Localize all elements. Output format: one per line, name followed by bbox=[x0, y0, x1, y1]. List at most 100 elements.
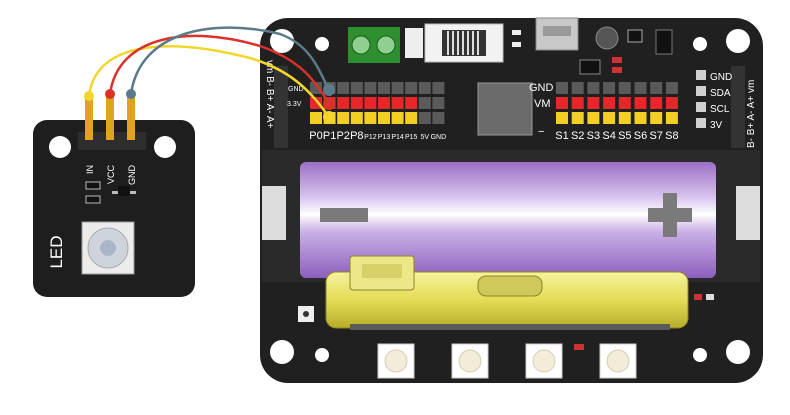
header-pin[interactable] bbox=[337, 97, 350, 109]
wires bbox=[87, 26, 331, 119]
header-pin[interactable] bbox=[556, 82, 568, 94]
led-pin-in bbox=[85, 96, 93, 140]
header-pin[interactable] bbox=[391, 97, 404, 109]
header-pin[interactable] bbox=[418, 97, 431, 109]
expansion-board: vm B- B+ A- A+ B- B+ A- A+ vm GND 3.3V P… bbox=[260, 17, 763, 383]
wire-signal bbox=[87, 45, 331, 119]
smd-transistor bbox=[118, 186, 130, 196]
led-module-title: LED bbox=[47, 235, 66, 268]
small-hole bbox=[693, 37, 707, 51]
header-pin[interactable] bbox=[350, 82, 363, 94]
header-pin[interactable] bbox=[603, 97, 616, 109]
right-pin-label: S1 bbox=[555, 130, 568, 142]
header-pin[interactable] bbox=[571, 112, 584, 124]
right-pin-label: S6 bbox=[634, 130, 647, 142]
header-pin[interactable] bbox=[587, 82, 600, 94]
header-pin[interactable] bbox=[587, 97, 600, 109]
header-pin[interactable] bbox=[650, 82, 663, 94]
header-pin[interactable] bbox=[618, 82, 631, 94]
battery-cell bbox=[300, 162, 716, 278]
header-pin[interactable] bbox=[571, 97, 584, 109]
header-pin[interactable] bbox=[432, 97, 445, 109]
led-pin-gnd bbox=[127, 96, 135, 140]
i2c-label: SDA bbox=[710, 88, 731, 99]
header-pin[interactable] bbox=[634, 112, 647, 124]
header-pin[interactable] bbox=[556, 97, 568, 109]
left-pin-label: P8 bbox=[350, 130, 363, 142]
led-pin-label: VCC bbox=[106, 165, 116, 185]
header-pin[interactable] bbox=[571, 82, 584, 94]
header-pin[interactable] bbox=[418, 82, 431, 94]
header-pin[interactable] bbox=[364, 112, 377, 124]
header-pin[interactable] bbox=[310, 97, 322, 109]
header-pin[interactable] bbox=[603, 112, 616, 124]
wire-power bbox=[108, 34, 331, 106]
battery-clip-left bbox=[262, 186, 286, 240]
right-vm-label: VM bbox=[534, 98, 551, 110]
led-pin-vcc bbox=[106, 96, 114, 140]
i2c-label: GND bbox=[710, 72, 732, 83]
header-pin[interactable] bbox=[432, 82, 445, 94]
main-chip bbox=[477, 82, 533, 136]
wire-ground bbox=[129, 26, 331, 96]
right-pin-label: S7 bbox=[649, 130, 662, 142]
header-pin[interactable] bbox=[391, 82, 404, 94]
right-pin-label: S5 bbox=[618, 130, 631, 142]
led-module: IN VCC GND LED bbox=[33, 96, 195, 297]
header-pin[interactable] bbox=[665, 97, 678, 109]
header-pin[interactable] bbox=[587, 112, 600, 124]
header-pin[interactable] bbox=[350, 97, 363, 109]
right-gnd-label: GND bbox=[529, 82, 554, 94]
header-pin[interactable] bbox=[405, 112, 418, 124]
header-pin[interactable] bbox=[556, 112, 568, 124]
wire-end-ground bbox=[126, 89, 136, 99]
header-pin[interactable] bbox=[405, 97, 418, 109]
header-pin[interactable] bbox=[634, 97, 647, 109]
push-buttons bbox=[377, 343, 637, 379]
led-pin-label: GND bbox=[127, 165, 137, 186]
header-pin[interactable] bbox=[634, 82, 647, 94]
mounting-hole bbox=[726, 29, 750, 53]
left-gnd-label: GND bbox=[288, 86, 304, 93]
header-pin[interactable] bbox=[337, 82, 350, 94]
battery-minus-sign bbox=[320, 208, 368, 222]
header-pin[interactable] bbox=[364, 82, 377, 94]
header-pin[interactable] bbox=[665, 112, 678, 124]
header-pin[interactable] bbox=[350, 112, 363, 124]
header-pin[interactable] bbox=[391, 112, 404, 124]
header-pin[interactable] bbox=[337, 112, 350, 124]
header-pin[interactable] bbox=[618, 97, 631, 109]
mounting-hole bbox=[726, 340, 750, 364]
header-pin[interactable] bbox=[310, 82, 322, 94]
i2c-label: SCL bbox=[710, 104, 730, 115]
right-pin-label: S8 bbox=[665, 130, 678, 142]
header-pin[interactable] bbox=[378, 97, 390, 109]
header-pin[interactable] bbox=[650, 112, 663, 124]
right-pin-label: S2 bbox=[571, 130, 584, 142]
left-3v3-label: 3.3V bbox=[287, 101, 302, 108]
header-pin[interactable] bbox=[378, 82, 390, 94]
usb-c-port[interactable] bbox=[477, 275, 543, 297]
header-pin[interactable] bbox=[378, 112, 390, 124]
header-pin[interactable] bbox=[650, 97, 663, 109]
header-pin[interactable] bbox=[405, 82, 418, 94]
wire-plug-power bbox=[323, 98, 335, 110]
left-pin-label: P15 bbox=[405, 134, 418, 141]
header-pin[interactable] bbox=[603, 82, 616, 94]
left-pin-label: P0 bbox=[309, 130, 322, 142]
small-hole bbox=[693, 348, 707, 362]
header-pin[interactable] bbox=[418, 112, 431, 124]
header-pin[interactable] bbox=[618, 112, 631, 124]
left-pin-label: P12 bbox=[364, 134, 377, 141]
header-pin[interactable] bbox=[310, 112, 322, 124]
motor-label-left: vm B- B+ A- A+ bbox=[264, 60, 275, 129]
right-minus-label: − bbox=[538, 126, 544, 138]
header-pin[interactable] bbox=[665, 82, 678, 94]
wire-plug-signal bbox=[323, 111, 335, 123]
led-pin-label: IN bbox=[85, 165, 95, 174]
header-pin[interactable] bbox=[364, 97, 377, 109]
header-pin[interactable] bbox=[432, 112, 445, 124]
mounting-hole bbox=[154, 136, 176, 158]
